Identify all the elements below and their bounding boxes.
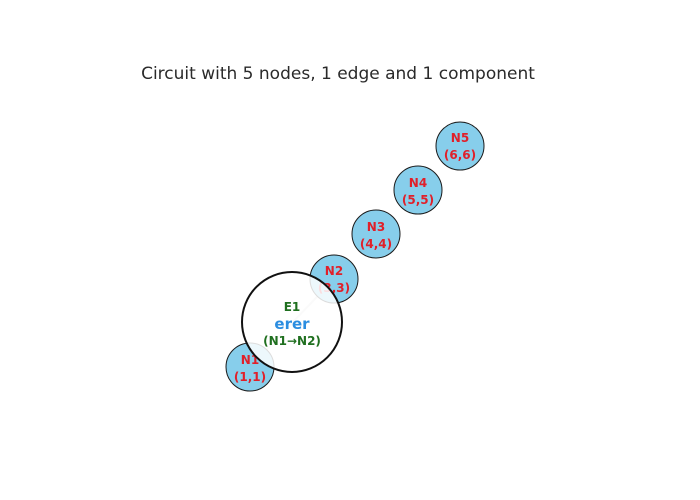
node-n5-id: N5	[451, 131, 469, 145]
node-n1-coord: (1,1)	[234, 370, 266, 384]
node-n3-coord: (4,4)	[360, 237, 392, 251]
node-n2-id: N2	[325, 264, 343, 278]
edge-e1[interactable]: E1 erer (N1→N2)	[241, 271, 343, 373]
edge-e1-id: E1	[284, 300, 301, 314]
edge-e1-connection: (N1→N2)	[263, 334, 321, 348]
edge-e1-name: erer	[274, 315, 310, 333]
node-n5-coord: (6,6)	[444, 148, 476, 162]
node-n4-id: N4	[409, 176, 427, 190]
diagram-title: Circuit with 5 nodes, 1 edge and 1 compo…	[141, 64, 535, 84]
node-n3-id: N3	[367, 220, 385, 234]
node-n5[interactable]: N5 (6,6)	[435, 121, 485, 171]
node-n3-circle	[351, 209, 401, 259]
node-n4-circle	[393, 165, 443, 215]
node-n5-circle	[435, 121, 485, 171]
edge-e1-circle	[241, 271, 343, 373]
node-n3[interactable]: N3 (4,4)	[351, 209, 401, 259]
node-n4-coord: (5,5)	[402, 193, 434, 207]
node-n4[interactable]: N4 (5,5)	[393, 165, 443, 215]
